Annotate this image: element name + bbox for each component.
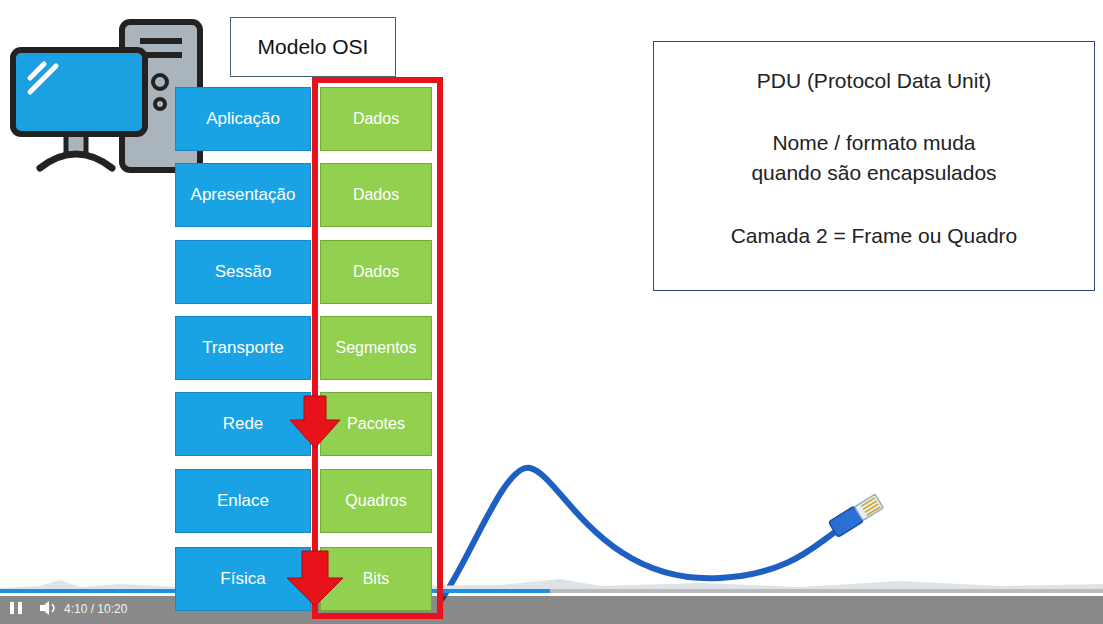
monitor-base	[40, 154, 112, 168]
connector-pin	[867, 507, 881, 515]
pdu-box: Dados	[320, 240, 432, 304]
osi-layer-box: Sessão	[175, 240, 311, 304]
audio-waveform	[0, 579, 1103, 590]
box-label: Física	[220, 569, 265, 589]
rj45-connector	[829, 493, 884, 537]
box-label: Aplicação	[206, 109, 280, 129]
connector-pin	[863, 501, 877, 509]
osi-layer-box: Transporte	[175, 316, 311, 380]
box-label: Modelo OSI	[258, 35, 369, 59]
down-arrowhead	[290, 396, 340, 448]
connector-plug	[855, 494, 884, 520]
volume-icon	[52, 604, 54, 612]
box-text: Camada 2 = Frame ou Quadro	[731, 221, 1018, 250]
tower-button	[153, 75, 167, 89]
progress-remaining	[550, 589, 1103, 593]
video-time: 4:10 / 10:20	[64, 602, 127, 616]
info-panel: PDU (Protocol Data Unit) Nome / formato m…	[653, 41, 1095, 291]
tower-button	[155, 99, 165, 109]
box-label: Rede	[223, 414, 264, 434]
down-arrowhead	[287, 551, 343, 606]
box-label: Transporte	[202, 338, 284, 358]
pause-icon	[10, 602, 14, 614]
box-label: Dados	[353, 110, 399, 128]
volume-icon	[40, 601, 49, 615]
box-label: Pacotes	[347, 415, 405, 433]
osi-layer-box: Apresentação	[175, 163, 311, 227]
box-label: PDU (Protocol Data Unit)	[757, 66, 992, 95]
cable-wire	[441, 468, 838, 600]
tower-slot	[140, 38, 182, 44]
osi-layer-box: Rede	[175, 392, 311, 456]
monitor-screen	[13, 50, 145, 134]
pause-icon	[18, 602, 22, 614]
pdu-box: Quadros	[320, 469, 432, 533]
title-box: Modelo OSI	[230, 17, 396, 77]
pdu-box: Bits	[320, 547, 432, 611]
box-label: Dados	[353, 186, 399, 204]
network-cable	[441, 468, 884, 600]
player-controls-strip	[0, 596, 1103, 624]
video-player-bar	[0, 579, 1103, 624]
pdu-box: Dados	[320, 163, 432, 227]
connector-pin	[861, 498, 875, 506]
computer-illustration	[13, 22, 200, 170]
box-text: Nome / formato muda quando são encapsula…	[739, 128, 1009, 187]
screen-glare	[30, 66, 56, 92]
box-label: Dados	[353, 263, 399, 281]
screen-glare	[30, 64, 44, 78]
osi-layer-box: Física	[175, 547, 311, 611]
pdu-box: Pacotes	[320, 392, 432, 456]
box-label: Enlace	[217, 491, 269, 511]
box-label: Apresentação	[191, 185, 296, 205]
box-label: Quadros	[345, 492, 406, 510]
osi-layer-box: Enlace	[175, 469, 311, 533]
box-label: Sessão	[215, 262, 272, 282]
connector-pin	[865, 504, 879, 512]
box-label: Bits	[363, 570, 390, 588]
box-label: Segmentos	[336, 339, 417, 357]
osi-layer-box: Aplicação	[175, 87, 311, 151]
pdu-column-outline	[315, 80, 440, 616]
pdu-box: Dados	[320, 87, 432, 151]
pdu-box: Segmentos	[320, 316, 432, 380]
